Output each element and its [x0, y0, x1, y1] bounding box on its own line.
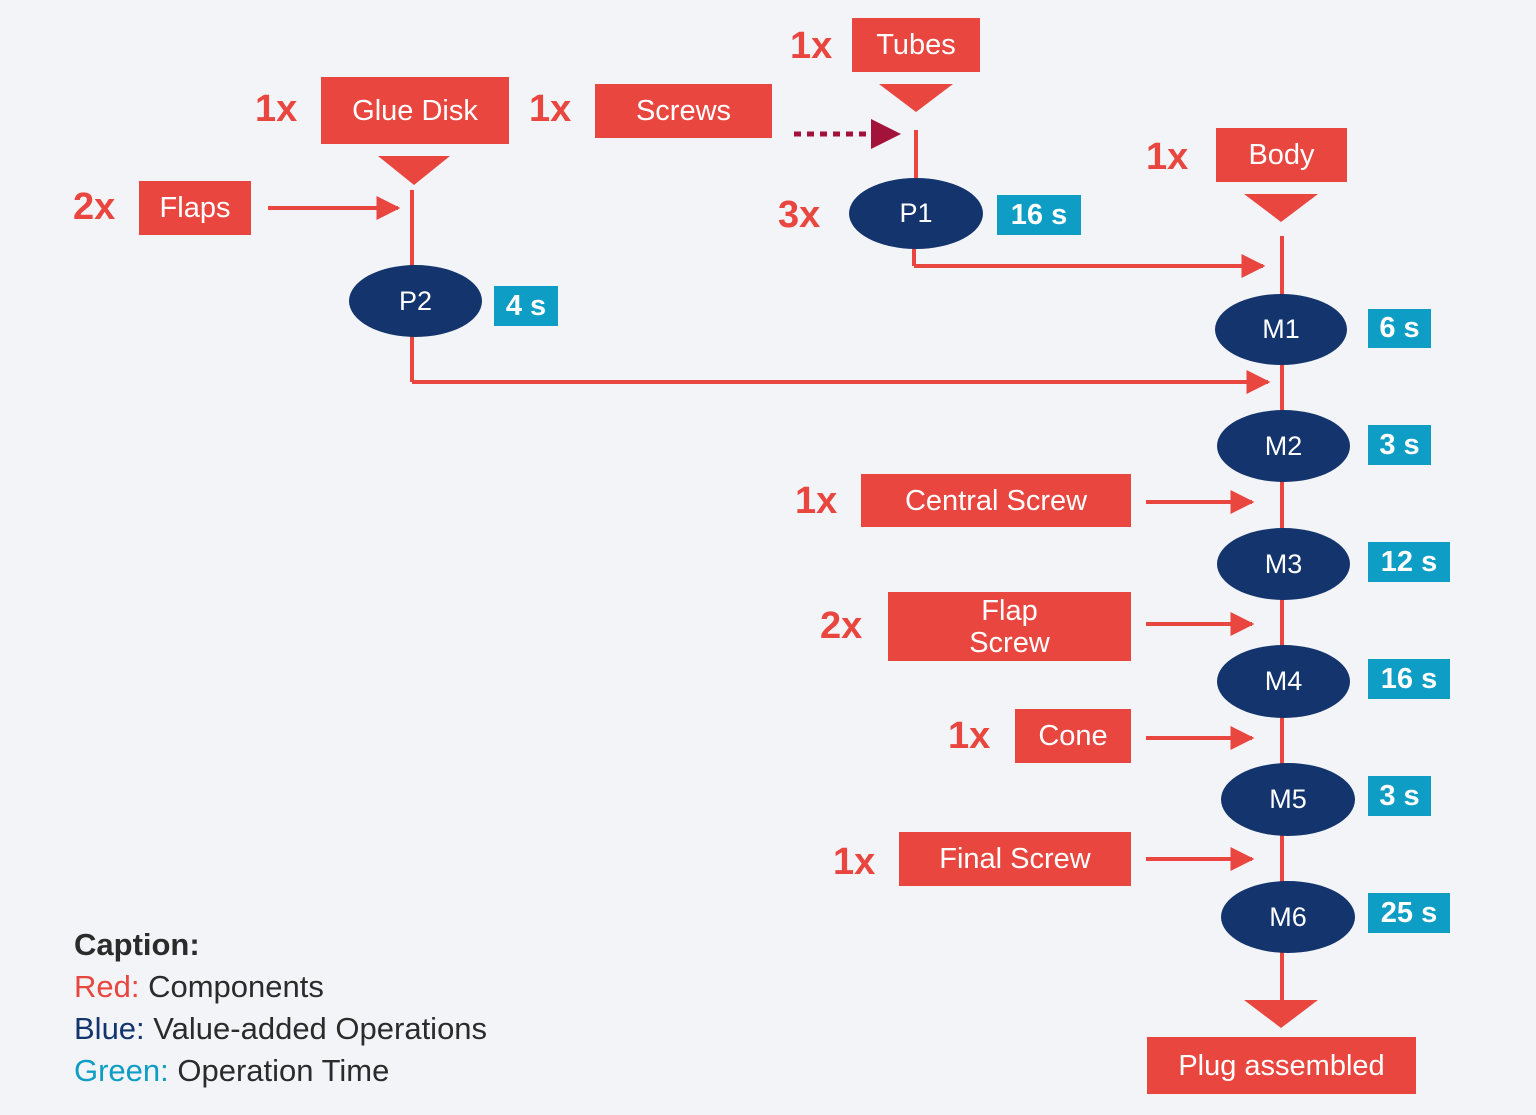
op-m1: M1 — [1215, 294, 1347, 365]
cone-box: Cone — [1015, 709, 1131, 763]
time-p1: 16 s — [997, 195, 1081, 235]
final-screw-box: Final Screw — [899, 832, 1131, 886]
caption-legend: Caption: Red: Components Blue: Value-add… — [74, 924, 487, 1092]
caption-blue-row: Blue: Value-added Operations — [74, 1008, 487, 1050]
plug-funnel — [1244, 1000, 1318, 1028]
flap-screw-qty: 2x — [820, 605, 863, 647]
caption-blue-key: Blue: — [74, 1011, 145, 1046]
caption-red-key: Red: — [74, 969, 140, 1004]
tubes-qty: 1x — [790, 25, 833, 67]
time-m3: 12 s — [1368, 542, 1450, 582]
op-m3: M3 — [1217, 528, 1350, 600]
screws-qty: 1x — [529, 88, 572, 130]
flap-screw-box: Flap Screw — [888, 592, 1131, 661]
op-m5: M5 — [1221, 763, 1355, 836]
glue-disk-funnel — [378, 156, 450, 185]
caption-green-text: Operation Time — [168, 1053, 390, 1088]
central-screw-box: Central Screw — [861, 474, 1131, 527]
caption-red-row: Red: Components — [74, 966, 487, 1008]
body-funnel — [1244, 194, 1318, 222]
body-qty: 1x — [1146, 136, 1189, 178]
glue-disk-box: Glue Disk — [321, 77, 509, 144]
op-m6: M6 — [1221, 881, 1355, 953]
op-p2: P2 — [349, 265, 482, 337]
caption-green-row: Green: Operation Time — [74, 1050, 487, 1092]
time-p2: 4 s — [494, 286, 558, 326]
screws-box: Screws — [595, 84, 772, 138]
glue-disk-qty: 1x — [255, 88, 298, 130]
time-m2: 3 s — [1368, 425, 1431, 465]
caption-blue-text: Value-added Operations — [144, 1011, 488, 1046]
time-m1: 6 s — [1368, 309, 1431, 348]
op-m4: M4 — [1217, 645, 1350, 718]
flaps-box: Flaps — [139, 181, 251, 235]
p1-qty: 3x — [778, 194, 821, 236]
time-m5: 3 s — [1368, 776, 1431, 816]
body-box: Body — [1216, 128, 1347, 182]
caption-title: Caption: — [74, 927, 200, 962]
op-p1: P1 — [849, 178, 983, 249]
plug-assembled-box: Plug assembled — [1147, 1037, 1416, 1094]
time-m6: 25 s — [1368, 893, 1450, 933]
central-screw-qty: 1x — [795, 480, 838, 522]
time-m4: 16 s — [1368, 659, 1450, 699]
final-screw-qty: 1x — [833, 841, 876, 883]
tubes-funnel — [879, 84, 953, 112]
caption-green-key: Green: — [74, 1053, 169, 1088]
tubes-box: Tubes — [852, 18, 980, 72]
cone-qty: 1x — [948, 715, 991, 757]
op-m2: M2 — [1217, 410, 1350, 482]
caption-red-text: Components — [139, 969, 324, 1004]
flaps-qty: 2x — [73, 186, 116, 228]
